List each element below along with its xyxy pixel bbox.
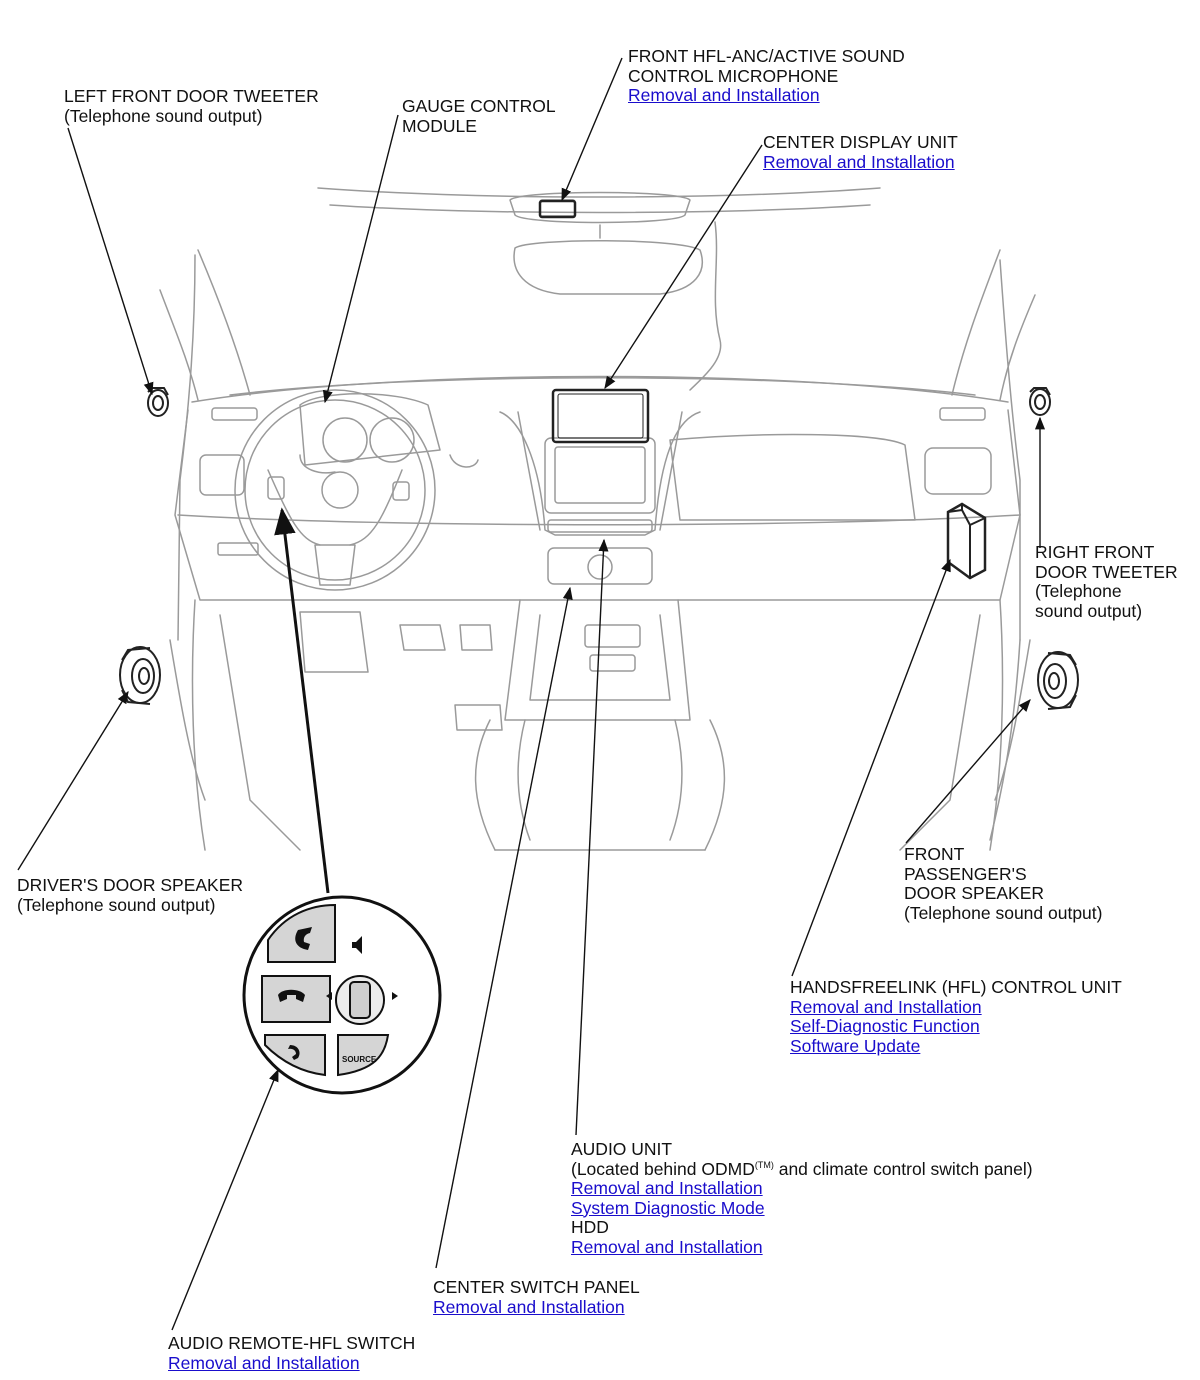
- front-mic-label: FRONT HFL-ANC/ACTIVE SOUND CONTROL MICRO…: [628, 46, 905, 106]
- right-tweeter-line3: (Telephone: [1035, 581, 1122, 601]
- remote-switch-line1: AUDIO REMOTE-HFL SWITCH: [168, 1333, 416, 1353]
- passenger-speaker-line1: FRONT: [904, 844, 965, 864]
- center-switch-removal-link[interactable]: Removal and Installation: [433, 1296, 625, 1317]
- left-tweeter-line2: (Telephone sound output): [64, 105, 263, 126]
- driver-speaker-label: DRIVER'S DOOR SPEAKER (Telephone sound o…: [17, 875, 244, 915]
- right-tweeter-line1: RIGHT FRONT: [1035, 542, 1155, 562]
- center-display-removal-link[interactable]: Removal and Installation: [763, 151, 955, 172]
- driver-speaker-line2: (Telephone sound output): [17, 894, 216, 915]
- right-tweeter-line4: sound output): [1035, 600, 1143, 621]
- interior-sketch: [159, 187, 1036, 851]
- audio-unit-hdd-heading: HDD: [571, 1217, 609, 1237]
- center-switch-label: CENTER SWITCH PANEL Removal and Installa…: [433, 1277, 640, 1317]
- audio-unit-trademark: (TM): [754, 1159, 774, 1170]
- passenger-speaker-line2: PASSENGER'S: [904, 863, 1027, 884]
- hfl-unit-label: HANDSFREELINK (HFL) CONTROL UNIT Removal…: [790, 977, 1122, 1056]
- left-tweeter-label: LEFT FRONT DOOR TWEETER (Telephone sound…: [64, 86, 319, 126]
- gauge-label: GAUGE CONTROL MODULE: [402, 96, 556, 136]
- front-mic-icon: [538, 199, 577, 219]
- audio-unit-line2-pre: (Located behind ODMD: [571, 1158, 755, 1179]
- audio-unit-line1: AUDIO UNIT: [571, 1139, 673, 1159]
- phone-icon: [295, 927, 312, 950]
- center-display-icon: [551, 388, 650, 444]
- gauge-line2: MODULE: [402, 115, 477, 136]
- center-display-line1: CENTER DISPLAY UNIT: [763, 132, 958, 152]
- left-tweeter-line1: LEFT FRONT DOOR TWEETER: [64, 86, 319, 106]
- front-mic-line1: FRONT HFL-ANC/ACTIVE SOUND: [628, 46, 905, 66]
- source-button: [337, 1034, 390, 1077]
- passenger-speaker-label: FRONT PASSENGER'S DOOR SPEAKER (Telephon…: [904, 844, 1103, 923]
- passenger-door-speaker-icon: [1037, 651, 1079, 710]
- right-arrow-icon: [392, 992, 398, 1000]
- hfl-unit-software-update-link[interactable]: Software Update: [790, 1035, 921, 1056]
- right-tweeter-icon: [1029, 387, 1051, 416]
- volume-icon: [352, 936, 362, 954]
- hfl-unit-self-diagnostic-link[interactable]: Self-Diagnostic Function: [790, 1016, 980, 1036]
- right-tweeter-line2: DOOR TWEETER: [1035, 561, 1178, 582]
- hfl-control-unit-icon: [946, 502, 987, 580]
- hfl-unit-line1: HANDSFREELINK (HFL) CONTROL UNIT: [790, 977, 1122, 997]
- switch-detail: SOURCE: [242, 895, 442, 1095]
- hfl-unit-removal-link[interactable]: Removal and Installation: [790, 996, 982, 1017]
- remote-switch-label: AUDIO REMOTE-HFL SWITCH Removal and Inst…: [168, 1333, 416, 1373]
- voice-icon: [288, 1045, 300, 1060]
- hang-up-icon: [278, 989, 305, 1002]
- center-switch-line1: CENTER SWITCH PANEL: [433, 1277, 640, 1297]
- leader-lines: [17, 57, 1046, 1331]
- audio-unit-line2: (Located behind ODMD(TM) and climate con…: [571, 1158, 1033, 1180]
- passenger-speaker-line4: (Telephone sound output): [904, 902, 1103, 923]
- center-display-label: CENTER DISPLAY UNIT Removal and Installa…: [763, 132, 958, 172]
- source-button-label: SOURCE: [342, 1055, 377, 1064]
- driver-speaker-line1: DRIVER'S DOOR SPEAKER: [17, 875, 244, 895]
- audio-unit-diagnostic-link[interactable]: System Diagnostic Mode: [571, 1197, 765, 1218]
- front-mic-line2: CONTROL MICROPHONE: [628, 65, 839, 86]
- audio-unit-line2-post: and climate control switch panel): [773, 1158, 1033, 1179]
- gauge-line1: GAUGE CONTROL: [402, 96, 556, 116]
- left-arrow-icon: [326, 992, 332, 1000]
- right-tweeter-label: RIGHT FRONT DOOR TWEETER (Telephone soun…: [1035, 542, 1178, 621]
- left-tweeter-icon: [147, 387, 169, 417]
- remote-switch-removal-link[interactable]: Removal and Installation: [168, 1352, 360, 1373]
- passenger-speaker-line3: DOOR SPEAKER: [904, 883, 1045, 903]
- audio-unit-label: AUDIO UNIT (Located behind ODMD(TM) and …: [571, 1139, 1033, 1257]
- hdd-removal-link[interactable]: Removal and Installation: [571, 1236, 763, 1257]
- front-mic-removal-link[interactable]: Removal and Installation: [628, 85, 820, 105]
- audio-unit-removal-link[interactable]: Removal and Installation: [571, 1178, 763, 1198]
